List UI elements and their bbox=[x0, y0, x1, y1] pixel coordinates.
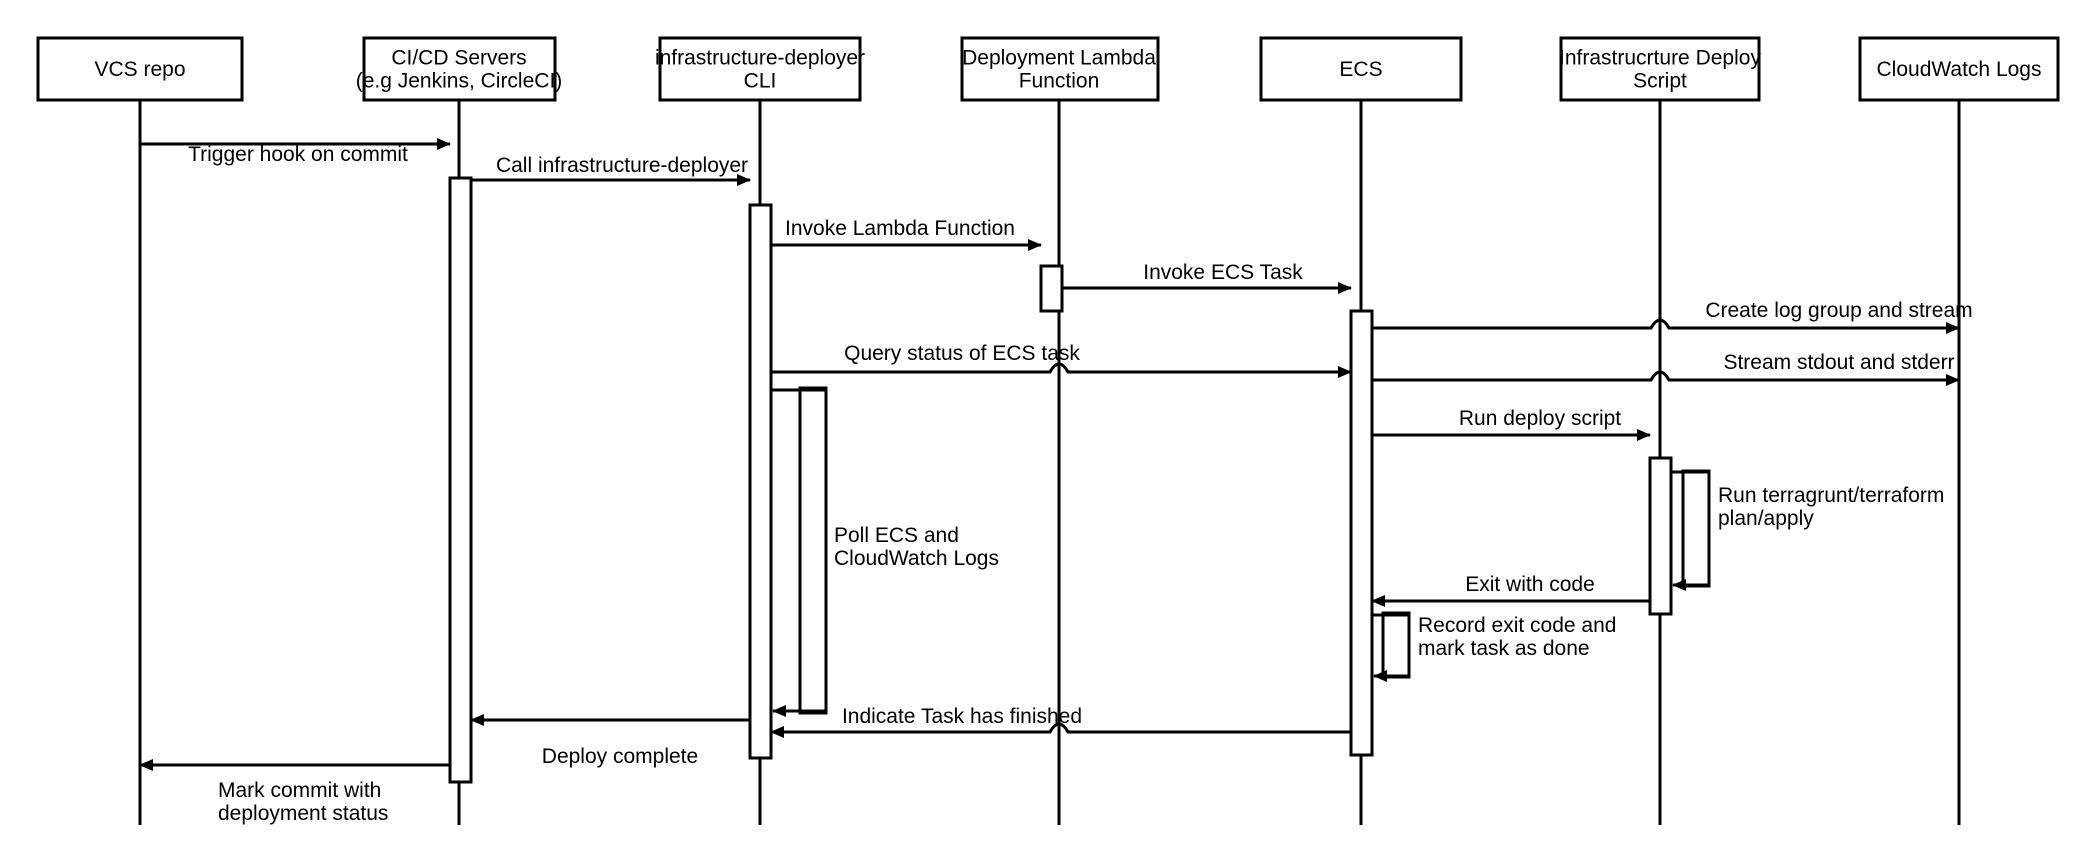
message-label: Trigger hook on commit bbox=[188, 143, 408, 166]
participant-box bbox=[36, 36, 244, 102]
participant-box bbox=[362, 36, 557, 102]
participant-label: Script bbox=[1633, 70, 1687, 93]
message-m11: Deploy complete bbox=[470, 714, 750, 768]
message-label: deployment status bbox=[218, 802, 388, 825]
participant-label: CLI bbox=[744, 70, 777, 93]
self-message-label: plan/apply bbox=[1718, 507, 1814, 530]
message-label: Stream stdout and stderr bbox=[1723, 351, 1954, 374]
participant-box bbox=[1259, 36, 1463, 102]
self-message-arrow bbox=[1671, 470, 1711, 591]
message-m6: Query status of ECS task bbox=[771, 342, 1352, 378]
message-arrow bbox=[771, 362, 1352, 378]
participant-label: Deployment Lambda bbox=[962, 47, 1156, 70]
message-m7: Stream stdout and stderr bbox=[1372, 351, 1960, 386]
message-m1: Trigger hook on commit bbox=[140, 138, 451, 166]
participant-label: Infrastrucrture Deploy bbox=[1559, 47, 1761, 70]
message-label: Deploy complete bbox=[542, 745, 698, 768]
message-m10: Indicate Task has finished bbox=[770, 705, 1351, 738]
message-label: Invoke ECS Task bbox=[1143, 261, 1303, 284]
participant-box bbox=[658, 36, 862, 102]
message-m9: Exit with code bbox=[1371, 573, 1650, 607]
participant-label: ECS bbox=[1339, 58, 1382, 81]
self-message-label: mark task as done bbox=[1418, 637, 1590, 660]
message-m2: Call infrastructure-deployer bbox=[471, 154, 751, 186]
participant-headers-layer: VCS repo CI/CD Servers(e.g Jenkins, Circl… bbox=[36, 36, 2060, 102]
participant-cicd[interactable]: CI/CD Servers(e.g Jenkins, CircleCI) bbox=[356, 36, 563, 102]
participant-label: (e.g Jenkins, CircleCI) bbox=[356, 70, 563, 93]
message-label: Indicate Task has finished bbox=[842, 705, 1082, 728]
message-arrow bbox=[1372, 370, 1960, 386]
activation-bar-deploy-nested bbox=[1681, 469, 1711, 588]
activations-layer bbox=[448, 176, 1711, 784]
participant-label: CI/CD Servers bbox=[391, 47, 526, 70]
participant-ecs[interactable]: ECS bbox=[1259, 36, 1463, 102]
message-label: Create log group and stream bbox=[1705, 299, 1972, 322]
participant-box bbox=[960, 36, 1160, 102]
participant-label: CloudWatch Logs bbox=[1877, 58, 2042, 81]
self-message-label: Record exit code and bbox=[1418, 614, 1616, 637]
message-m4: Invoke ECS Task bbox=[1062, 261, 1352, 294]
message-label: Run deploy script bbox=[1459, 407, 1621, 430]
self-message-label: Poll ECS and bbox=[834, 524, 959, 547]
activation-bar-cli-nested bbox=[798, 386, 828, 715]
message-m5: Create log group and stream bbox=[1372, 299, 1973, 334]
self-message-arrow bbox=[771, 388, 828, 717]
activation-bar-ecs bbox=[1349, 309, 1374, 757]
message-m3: Invoke Lambda Function bbox=[771, 217, 1042, 251]
participant-logs[interactable]: CloudWatch Logs bbox=[1858, 36, 2060, 102]
self-message-arrow bbox=[1372, 613, 1411, 682]
message-label: Invoke Lambda Function bbox=[785, 217, 1015, 240]
participant-label: infrastructure-deployer bbox=[655, 47, 865, 70]
message-label: Query status of ECS task bbox=[844, 342, 1080, 365]
message-label: Exit with code bbox=[1465, 573, 1595, 596]
participant-box bbox=[1559, 36, 1761, 102]
message-label: Call infrastructure-deployer bbox=[496, 154, 748, 177]
activation-bar-lambda bbox=[1039, 264, 1064, 313]
activation-bar-cli bbox=[748, 203, 773, 760]
participant-label: Function bbox=[1019, 70, 1100, 93]
message-arrow bbox=[770, 722, 1351, 738]
activation-bar-cicd bbox=[448, 176, 473, 784]
participant-vcs[interactable]: VCS repo bbox=[36, 36, 244, 102]
participant-label: VCS repo bbox=[94, 58, 185, 81]
participant-box bbox=[1858, 36, 2060, 102]
message-label: Mark commit with bbox=[218, 779, 381, 802]
message-m8: Run deploy script bbox=[1372, 407, 1651, 441]
activation-bar-deploy bbox=[1648, 456, 1673, 616]
self-message-label: Run terragrunt/terraform bbox=[1718, 484, 1944, 507]
message-arrow bbox=[1372, 318, 1960, 334]
activation-bar-ecs-nested bbox=[1381, 611, 1411, 679]
self-message-label: CloudWatch Logs bbox=[834, 547, 999, 570]
messages-layer: Trigger hook on commit Call infrastructur… bbox=[139, 138, 1973, 825]
